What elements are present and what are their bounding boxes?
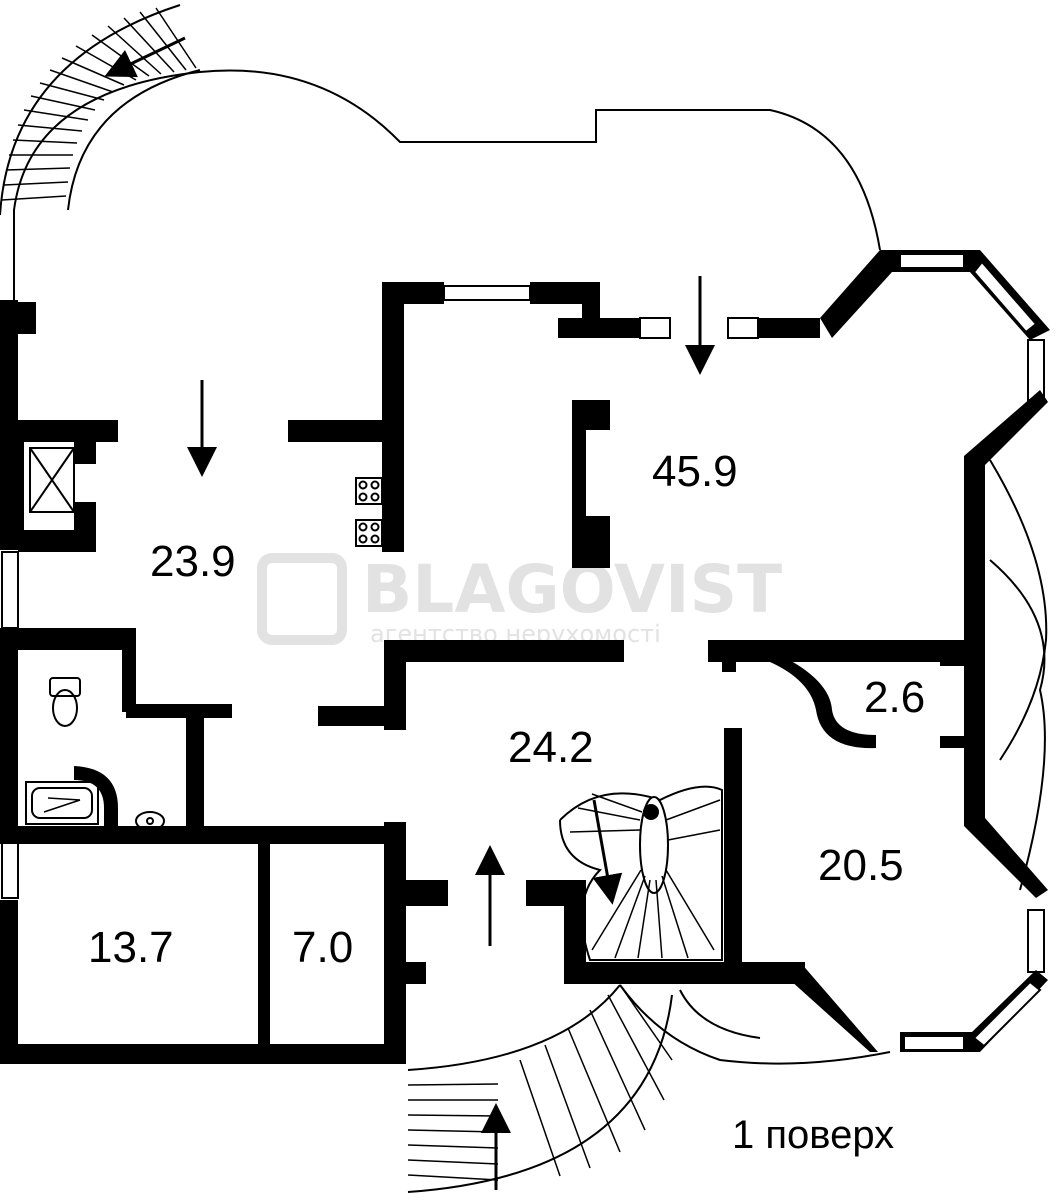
terrace-curve-right-2: [989, 559, 1046, 891]
stair-arrow: [104, 36, 186, 78]
room-area-living: 45.9: [652, 447, 738, 496]
entrance-stair: [407, 984, 891, 1193]
room-area-kitchen: 23.9: [150, 537, 236, 586]
stove-icon: [355, 477, 383, 547]
stair-arrow: [592, 799, 623, 905]
toilet-icon: [49, 677, 81, 727]
room-area-small: 7.0: [292, 923, 353, 972]
floor-label: 1 поверх: [732, 1113, 894, 1157]
sink-icon: [135, 811, 165, 831]
spiral-stair-top: [0, 4, 201, 216]
room-area-storage: 2.6: [864, 673, 925, 722]
fixtures: [25, 447, 383, 831]
room-area-right: 20.5: [818, 841, 904, 890]
terrace-outline: [13, 69, 881, 300]
walls: [0, 250, 1050, 1064]
watermark: BLAGOVIST агентство нерухомості: [257, 551, 782, 648]
bathtub-icon: [25, 781, 99, 825]
spiral-stair-center: [559, 785, 723, 961]
watermark-logo: [257, 553, 347, 645]
room-area-left: 13.7: [88, 923, 174, 972]
shaft-icon: [29, 447, 75, 513]
room-area-hall: 24.2: [508, 723, 594, 772]
terrace-curve-right: [989, 459, 1048, 761]
